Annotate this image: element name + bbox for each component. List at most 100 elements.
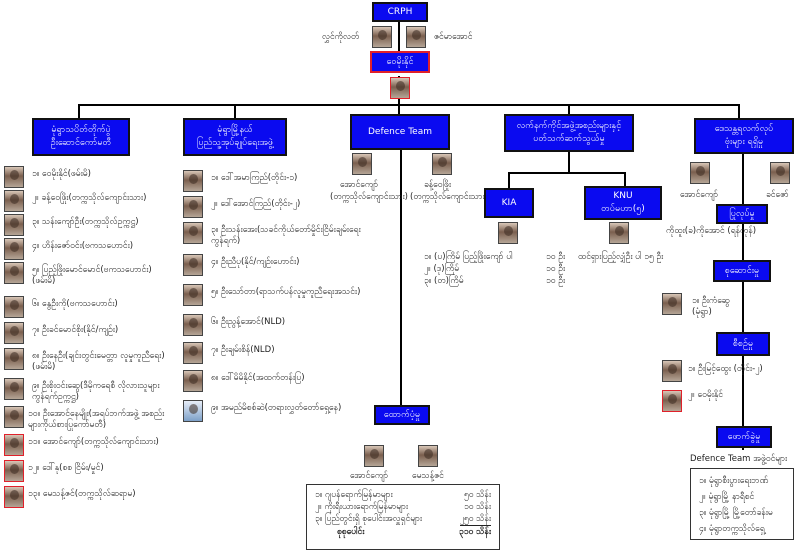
connector — [624, 172, 626, 188]
member-photo — [4, 190, 24, 212]
member-photo — [183, 370, 203, 392]
dept-armed-groups: လက်နက်ကိုင်အဖွဲ့အစည်းများနှင့်ပတ်သက်ဆက်သ… — [504, 114, 634, 152]
planning-box: စီစဉ်မှု — [716, 332, 770, 356]
connector — [234, 104, 236, 118]
connector — [568, 104, 570, 118]
leader-label: ဝေမိုးနိုင် — [386, 56, 414, 67]
member-photo — [183, 400, 203, 422]
member-photo — [4, 262, 24, 284]
production-box: ပြုလုပ်မှု — [716, 204, 768, 224]
list-item: ၁။ ဒေါ်အမာကြည်(တိုင်း-၁) — [183, 170, 353, 192]
planning-photo — [662, 390, 682, 412]
target-row: ၁။ မုံရွာစီးပွားရေးဘဏ် — [699, 476, 769, 486]
funds-total-row: စုစုပေါင်း၃၁၀ သိန်း — [337, 527, 491, 537]
list-item: ၁၂။ ဒေါ်နု(စစ ငြိမ်း/မှုင်) — [4, 460, 176, 482]
defence-member-name: အောင်ကျော် — [340, 180, 379, 190]
member-photo — [4, 434, 24, 456]
production-person: ကိုထူး(ခ)ကိုအောင် (ရန်ကုန်) — [666, 226, 757, 236]
support-member-photo — [364, 445, 384, 467]
support-member-name: အောင်ကျော် — [350, 471, 389, 481]
list-item: ၁၁။ အောင်ကျော်(တက္ကသိုလ်ကျောင်းသား) — [4, 434, 176, 456]
dept-label: ပြည်သူ့အုပ်ချုပ်ရေးအဖွဲ့ — [196, 138, 274, 148]
list-item: ၄။ ဦးညီပု(နိုင်/ကျဉ်းဟောင်း) — [183, 254, 353, 276]
list-item: ၇။ ဦးချမ်းစိန်(NLD) — [183, 342, 353, 364]
dept-label: Defence Team — [367, 126, 432, 137]
list-item: ၇။ ဦးခင်မောင်စိုး(နိုင်/ကျဉ်း) — [4, 322, 174, 344]
connector — [508, 172, 626, 174]
funds-table: ၁။ ဂျပန်ရောက်မြန်မာများ၅၀ သိန်း ၂။ ကိုးရ… — [306, 484, 500, 550]
connector — [400, 148, 402, 410]
member-photo — [4, 238, 24, 260]
dept-label: ဒေသန္တရလက်လုပ် — [714, 124, 774, 134]
crph-right-name: ဇင်မာအောင် — [434, 32, 473, 42]
list-item: ၈။ ဦးနေဦး(ချင်းတွင်းမေတ္တာ လူမှုကူညီရေး)… — [4, 348, 174, 373]
connector — [78, 104, 738, 106]
kia-row: ၃။ (တ)ကြိမ် — [424, 276, 464, 286]
planning-photo — [662, 360, 682, 382]
knu-box: KNU တပ်မဟာ(၅) — [584, 186, 662, 220]
dept-label: ဦးဆောင်ကော်မတီ — [50, 138, 112, 148]
crph-right-photo — [406, 26, 426, 48]
member-photo — [183, 342, 203, 364]
support-member-photo — [418, 445, 438, 467]
bomb-member-photo — [770, 162, 790, 184]
member-photo — [4, 348, 24, 370]
list-item: ၈။ ဒေါ်မိမိနိုင်(အထက်တန်းပြ) — [183, 370, 353, 392]
crph-left-photo — [372, 26, 392, 48]
member-photo — [183, 254, 203, 276]
knu-label: KNU — [613, 191, 633, 201]
leader-photo — [390, 77, 410, 99]
connector — [508, 172, 510, 188]
member-photo — [183, 170, 203, 192]
production-label: ပြုလုပ်မှု — [729, 208, 755, 219]
knu-label: တပ်မဟာ(၅) — [601, 204, 645, 214]
connector — [398, 20, 400, 54]
kia-label: KIA — [501, 197, 517, 208]
member-photo — [4, 486, 24, 508]
bomb-member-photo — [690, 162, 710, 184]
dept-label: ဗုံးများ ရရှိမှု — [724, 137, 764, 147]
collection-box: စုဆောင်းမှု — [713, 260, 771, 282]
targets-table: ၁။ မုံရွာစီးပွားရေးဘဏ် ၂။ မုံရွာမြို့ နာ… — [690, 468, 794, 540]
crph-left-name: လွှင်ကိုလတ် — [322, 32, 360, 42]
collection-person: ၁။ ဦးကံဆွေ (မုံရွာ) — [692, 296, 730, 317]
member-photo — [4, 406, 24, 428]
list-item: ၃။ ဦးသန်းအေး(သခင်ကိုယ်တော်မှိုင်းငြိမ်းခ… — [183, 222, 368, 247]
member-photo — [4, 460, 24, 482]
dept-bombs: ဒေသန္တရလက်လုပ်ဗုံးများ ရရှိမှု — [694, 118, 794, 154]
support-box: ထောက်ပံ့မှု — [374, 405, 430, 425]
defence-member-name: ခန့်ဝေဖြိုး — [424, 180, 452, 190]
list-item: ၁၃။ မေသန့်ဇင်(တက္ကသိုလ်ဆရာမ) — [4, 486, 176, 508]
list-item: ၄။ ဟိန်းဇော်ဝင်း(ဗကသဟောင်း) — [4, 238, 174, 260]
list-item: ၂။ ဒေါ်အောင်ကြည်(တိုင်း-၂) — [183, 196, 353, 218]
kia-row: ၁။ (ပ)ကြိမ် ပြည့်ဖြိုးကျော် ပါ — [424, 252, 513, 262]
funds-row: ၂။ ကိုးရီးယားရောက်မြန်မာများ၁၀ သိန်း — [315, 502, 491, 512]
kia-row-count: ၁၀ ဦး — [546, 276, 566, 286]
dept-defence-team: Defence Team — [350, 114, 450, 150]
knu-photo — [609, 222, 629, 244]
defence-member-photo — [352, 153, 372, 175]
list-item: ၅။ ပြည့်ဖြိုးမောင်မောင်(ဗကသဟောင်း) (ဖမ်း… — [4, 262, 174, 287]
targets-title: Defence Team အဖွဲ့ဝင်များ — [690, 454, 788, 464]
dept-label: ပတ်သက်ဆက်သွယ်မှု — [533, 134, 605, 144]
member-photo — [4, 214, 24, 236]
funds-row: ၁။ ဂျပန်ရောက်မြန်မာများ၅၀ သိန်း — [315, 490, 491, 500]
planning-label: စီစဉ်မှု — [732, 338, 754, 349]
kia-row: ၂။ (ဒု)ကြိမ် — [424, 264, 460, 274]
member-photo — [4, 322, 24, 344]
support-member-name: မေသန့်ဇင် — [412, 471, 444, 481]
connector — [568, 150, 570, 172]
target-row: ၃။ မုံရွာမြို့ မြို့တော်ခန်းမ — [699, 508, 773, 518]
member-photo — [4, 378, 24, 400]
defence-member-photo — [432, 153, 452, 175]
collection-photo — [662, 293, 682, 315]
member-photo — [183, 222, 203, 244]
member-photo — [4, 166, 24, 188]
dept-administration: မုံရွာမြို့နယ်ပြည်သူ့အုပ်ချုပ်ရေးအဖွဲ့ — [183, 118, 287, 156]
list-item: ၁။ ဝေမိုးနိုင်(ဖမ်းမိ) — [4, 166, 174, 188]
list-item: ၃။ သန်းကျော်ဦး(တက္ကသိုလ်ဥက္ကဋ္ဌ) — [4, 214, 174, 236]
attack-box: ဖောက်ခွဲမှု — [716, 426, 772, 448]
dept-label: မုံရွာမြို့နယ် — [217, 125, 253, 135]
attack-label: ဖောက်ခွဲမှု — [727, 431, 761, 442]
connector — [398, 104, 400, 118]
